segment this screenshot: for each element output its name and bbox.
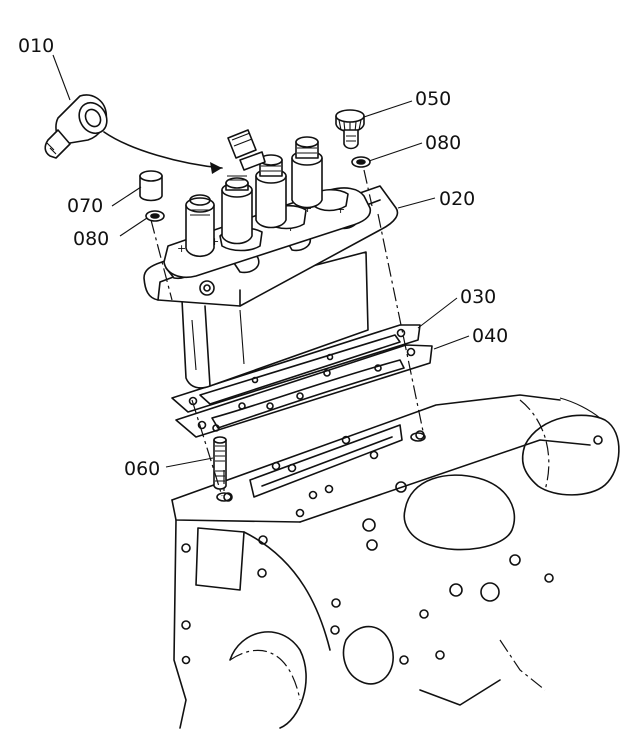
alignment-lines: [150, 169, 425, 497]
svg-text:+: +: [336, 203, 345, 216]
callout-040: 040: [472, 325, 508, 347]
callout-030: 030: [460, 286, 496, 308]
engine-block: [171, 394, 620, 729]
washer-080-right: [351, 156, 371, 168]
delivery-valve-holder-3: [255, 154, 287, 229]
plug-070: [139, 170, 163, 202]
cap-nut-050: [335, 109, 365, 150]
callout-020: 020: [439, 188, 475, 210]
callout-080-left: 080: [73, 228, 109, 250]
assembly-arrow: [103, 131, 223, 174]
callout-010: 010: [18, 35, 54, 57]
delivery-valve-holder-1: [185, 194, 215, 258]
leader-lines: [52, 54, 470, 468]
gasket-040: [175, 344, 433, 438]
callout-050: 050: [415, 88, 451, 110]
callout-060: 060: [124, 458, 160, 480]
callout-080-right: 080: [425, 132, 461, 154]
callout-070: 070: [67, 195, 103, 217]
stud-bolt-060: [213, 436, 227, 490]
pipe-fitting: [227, 129, 266, 171]
injection-pump: + + + + + +: [143, 185, 399, 389]
washer-080-left: [145, 210, 165, 222]
svg-text:+: +: [303, 202, 312, 215]
delivery-valve-holder-2: [221, 175, 253, 245]
delivery-valve-holder-4: [291, 136, 323, 209]
banjo-fitting-010: [44, 94, 108, 159]
gasket-030: [171, 324, 421, 413]
svg-text:+: +: [177, 242, 186, 255]
